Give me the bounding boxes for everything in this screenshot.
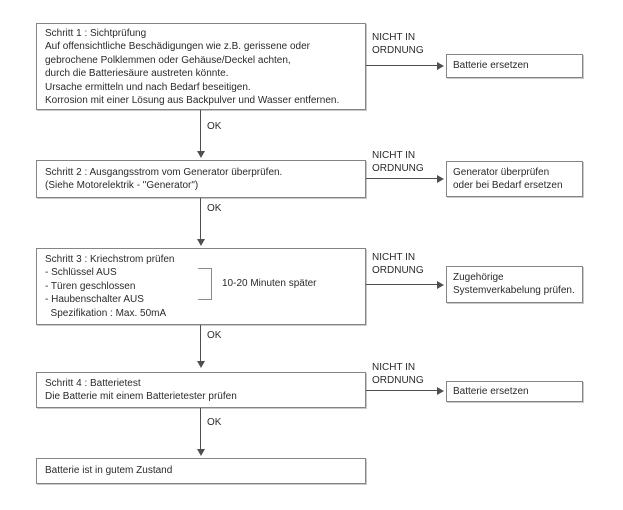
step-2-box: Schritt 2 : Ausgangsstrom vom Generator … (36, 160, 366, 198)
fail-label-line: ORDNUNG (372, 264, 424, 276)
step-4-box: Schritt 4 : Batterietest Die Batterie mi… (36, 372, 366, 408)
ok-label-2: OK (207, 203, 222, 214)
final-result-box: Batterie ist in gutem Zustand (36, 458, 366, 484)
remedy-3-text-line: Systemverkabelung prüfen. (453, 285, 575, 297)
remedy-1-text-line: Batterie ersetzen (453, 60, 529, 71)
remedy-4-box: Batterie ersetzen (446, 381, 583, 402)
step-4-text-line: Die Batterie mit einem Batterietester pr… (45, 391, 237, 403)
ok-connector-1-arrowhead (197, 151, 205, 158)
fail-connector-4-line (366, 390, 437, 391)
step-3-text-line: Schritt 3 : Kriechstrom prüfen (45, 254, 175, 265)
ok-label-1: OK (207, 121, 222, 132)
step-2-text-line: Schritt 2 : Ausgangsstrom vom Generator … (45, 167, 283, 178)
ok-label-3: OK (207, 330, 222, 341)
step-3-text-line: - Schlüssel AUS (45, 267, 117, 279)
step-1-text-line: Schritt 1 : Sichtprüfung (45, 28, 147, 39)
ok-connector-2-arrowhead (197, 239, 205, 246)
fail-label-line: NICHT IN (372, 32, 416, 43)
fail-connector-2-arrowhead (437, 175, 444, 183)
remedy-3-box: Zugehörige Systemverkabelung prüfen. (446, 266, 583, 303)
step-1-text-line: durch die Batteriesäure austreten könnte… (45, 68, 229, 80)
fail-label-line: ORDNUNG (372, 162, 424, 174)
step-1-text-line: Korrosion mit einer Lösung aus Backpulve… (45, 95, 340, 107)
step-3-text-line: Spezifikation : Max. 50mA (45, 307, 167, 319)
step-3-text-line: - Türen geschlossen (45, 280, 136, 292)
fail-connector-1-arrowhead (437, 62, 444, 70)
grouping-bracket (198, 268, 212, 300)
step-3-text-line: - Haubenschalter AUS (45, 294, 144, 306)
fail-connector-4-arrowhead (437, 387, 444, 395)
ok-connector-4-line (200, 408, 201, 449)
fail-connector-3-arrowhead (437, 281, 444, 289)
remedy-2-text-line: oder bei Bedarf ersetzen (453, 180, 563, 192)
wait-time-annotation: 10-20 Minuten später (222, 278, 317, 289)
fail-connector-3-line (366, 284, 437, 285)
remedy-3-text-line: Zugehörige (453, 272, 504, 283)
fail-label-line: ORDNUNG (372, 44, 424, 56)
fail-label-line: ORDNUNG (372, 374, 424, 386)
remedy-1-box: Batterie ersetzen (446, 54, 583, 78)
step-1-text-line: Ursache ermitteln und nach Bedarf beseit… (45, 81, 251, 93)
step-4-text-line: Schritt 4 : Batterietest (45, 378, 141, 389)
fail-label-1: NICHT IN ORDNUNG (372, 32, 442, 57)
step-3-box: Schritt 3 : Kriechstrom prüfen - Schlüss… (36, 248, 366, 325)
fail-label-line: NICHT IN (372, 150, 416, 161)
step-1-box: Schritt 1 : Sichtprüfung Auf offensichtl… (36, 23, 366, 110)
fail-label-line: NICHT IN (372, 252, 416, 263)
step-2-text-line: (Siehe Motorelektrik - "Generator") (45, 180, 199, 192)
remedy-2-text-line: Generator überprüfen (453, 167, 550, 178)
ok-connector-3-arrowhead (197, 361, 205, 368)
fail-label-2: NICHT IN ORDNUNG (372, 150, 442, 175)
ok-connector-2-line (200, 198, 201, 239)
ok-connector-4-arrowhead (197, 449, 205, 456)
ok-label-4: OK (207, 417, 222, 428)
step-1-text-line: gebrochene Polklemmen oder Gehäuse/Decke… (45, 54, 291, 66)
fail-label-4: NICHT IN ORDNUNG (372, 362, 442, 387)
remedy-4-text-line: Batterie ersetzen (453, 386, 529, 397)
fail-connector-1-line (366, 65, 437, 66)
fail-label-line: NICHT IN (372, 362, 416, 373)
ok-connector-3-line (200, 325, 201, 361)
ok-connector-1-line (200, 110, 201, 151)
fail-connector-2-line (366, 178, 437, 179)
remedy-2-box: Generator überprüfen oder bei Bedarf ers… (446, 161, 583, 197)
final-result-text: Batterie ist in gutem Zustand (45, 465, 173, 476)
fail-label-3: NICHT IN ORDNUNG (372, 252, 442, 277)
step-1-text-line: Auf offensichtliche Beschädigungen wie z… (45, 41, 310, 53)
